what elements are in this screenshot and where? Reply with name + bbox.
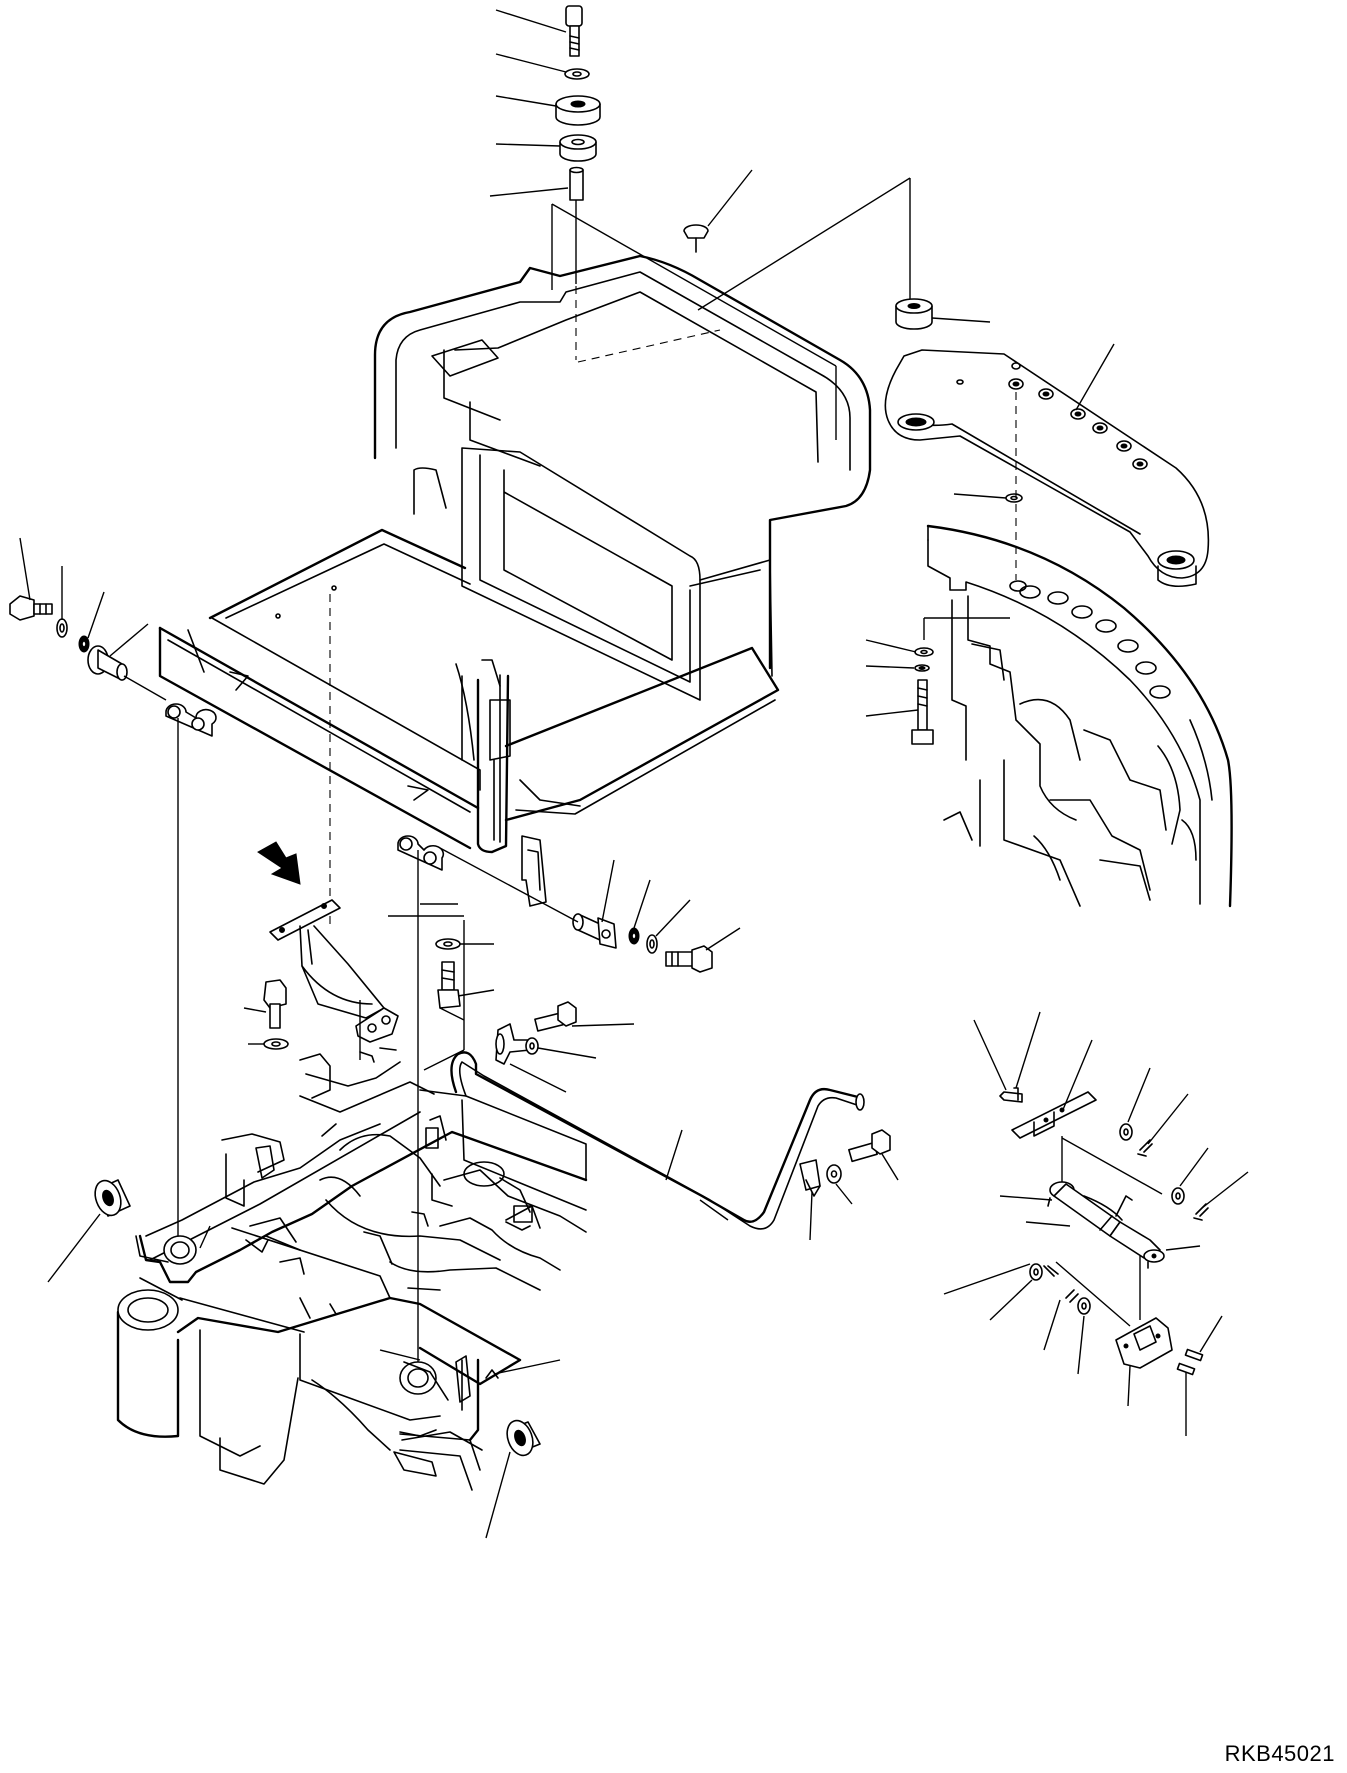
rod-bracket-hardware [495, 1001, 635, 1093]
hinge-lockwasher-left [78, 635, 90, 653]
mount-cushion-upper [555, 95, 601, 126]
damper-pin-bottom-1 [1184, 1348, 1204, 1362]
main-frame [47, 718, 588, 1539]
frame-bolt [911, 679, 934, 745]
frame-washer-1 [914, 647, 934, 657]
gas-spring [1047, 1181, 1165, 1269]
mount-bolt [565, 5, 583, 57]
mount-washer-small [564, 68, 590, 80]
hinge-pin-left [87, 645, 128, 681]
damper-cotter-1 [1137, 1139, 1153, 1157]
damper-cotter-2 [1193, 1203, 1209, 1221]
rod-bracket [495, 1023, 531, 1065]
cab-support-bracket [884, 298, 1210, 588]
frame-washer-2 [914, 664, 930, 672]
stay-washer [263, 1038, 289, 1050]
damper-pin-top [999, 1087, 1023, 1103]
right-hinge-hardware [439, 847, 741, 973]
damper-washer-3 [1029, 1263, 1043, 1281]
damper-washer-2 [1171, 1187, 1185, 1205]
frame-boss-left [135, 1235, 197, 1265]
bracket-washer [1005, 493, 1023, 503]
damper-washer-4 [1077, 1297, 1091, 1315]
direction-arrow [257, 841, 301, 885]
mount-cushion-lower [559, 134, 597, 162]
lock-rod [450, 1051, 899, 1241]
center-bolt [437, 961, 461, 1009]
damper-washer-1 [1119, 1123, 1133, 1141]
bracket-cushion [895, 298, 933, 330]
rod-clip [799, 1159, 821, 1197]
damper-assembly [943, 1011, 1249, 1436]
bracket-nuts [956, 362, 1148, 470]
damper-bracket-top [1011, 1091, 1097, 1139]
revolving-frame [865, 524, 1233, 908]
hinge-bolt-left [9, 595, 53, 621]
hinge-washer-left [56, 618, 68, 638]
floor-hinge-left [165, 703, 217, 737]
stay-bolt [263, 979, 287, 1029]
hinge-bolt-right [665, 945, 713, 973]
center-washer [435, 938, 461, 950]
clip-washer [826, 1164, 842, 1184]
mount-collar [569, 166, 584, 201]
rod-bracket-bolt [534, 1001, 577, 1032]
cab-floor-frame [158, 254, 872, 926]
bushing-left [94, 1179, 131, 1217]
damper-cotter-3 [1043, 1265, 1059, 1277]
hinge-washer-right [646, 934, 658, 954]
damper-bracket-bottom [1115, 1317, 1173, 1369]
rod-bracket-washer [525, 1037, 539, 1055]
damper-cotter-4 [1065, 1289, 1079, 1303]
lock-stay-assembly [243, 841, 495, 1060]
frame-boss-right [399, 1361, 449, 1401]
damper-pin-bottom-2 [1176, 1362, 1196, 1376]
clip-bolt [848, 1129, 891, 1163]
mount-stack [489, 5, 911, 440]
left-hinge-hardware [9, 537, 167, 701]
hinge-lockwasher-right [628, 927, 640, 945]
cab-front-bolt [683, 224, 709, 253]
floor-hinge-right [397, 835, 445, 871]
bushing-right [506, 1419, 541, 1457]
drawing-code: RKB45021 [1224, 1741, 1335, 1766]
hinge-pin-right [572, 913, 617, 949]
